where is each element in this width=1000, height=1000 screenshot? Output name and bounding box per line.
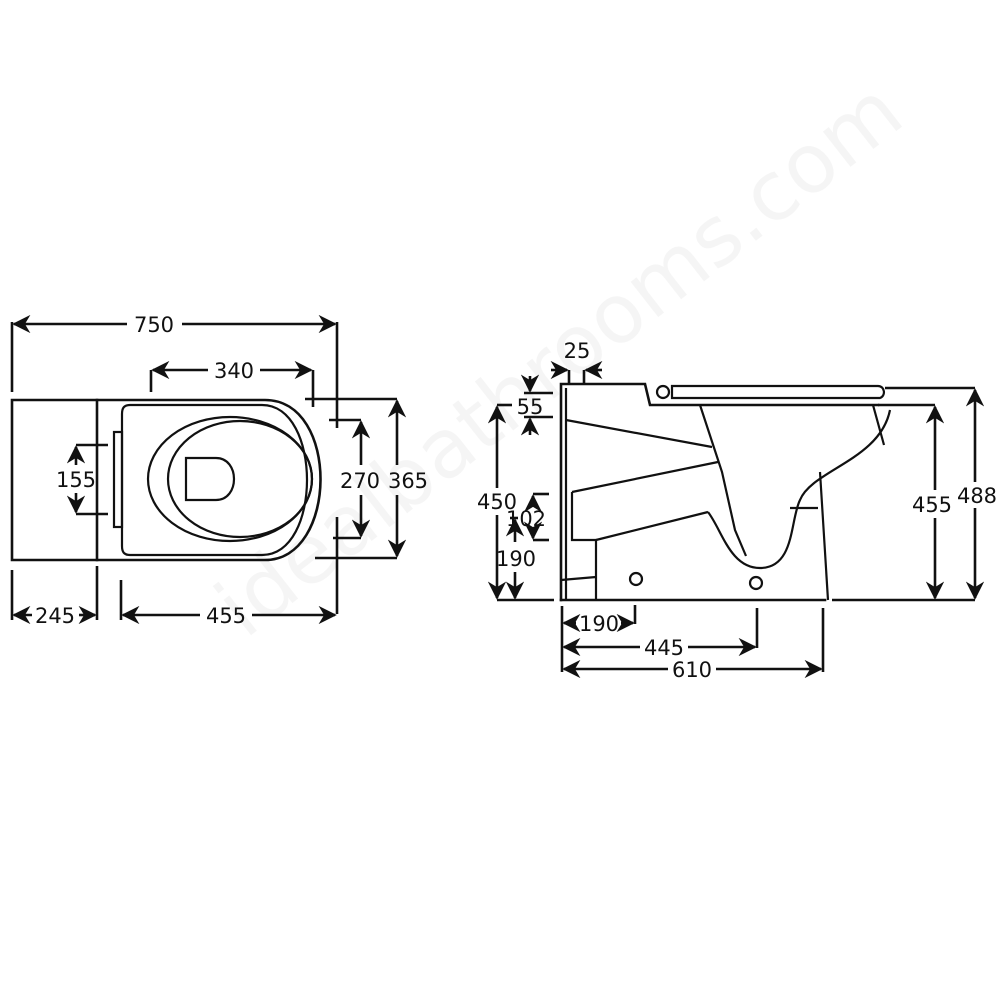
side-rear-block bbox=[559, 382, 880, 602]
seat-hinge bbox=[655, 384, 671, 400]
plan-seat-lid bbox=[120, 403, 308, 557]
dim-610: 610 bbox=[672, 658, 712, 682]
dim-455-plan: 455 bbox=[206, 604, 246, 628]
dim-245: 245 bbox=[35, 604, 75, 628]
dim-340: 340 bbox=[214, 359, 254, 383]
side-bowl bbox=[698, 404, 748, 557]
svg-text:idealbathrooms.com: idealbathrooms.com bbox=[199, 63, 920, 655]
side-seat bbox=[670, 384, 885, 400]
dim-488: 488 bbox=[957, 484, 997, 508]
dim-190-horizontal: 190 bbox=[579, 612, 619, 636]
dim-155: 155 bbox=[56, 468, 96, 492]
dim-25: 25 bbox=[564, 339, 591, 363]
side-trap bbox=[707, 409, 892, 570]
plan-bowl-inner bbox=[166, 419, 314, 539]
dim-190-vertical: 190 bbox=[496, 547, 536, 571]
dim-55: 55 bbox=[517, 395, 544, 419]
dim-270: 270 bbox=[340, 469, 380, 493]
dim-750: 750 bbox=[134, 313, 174, 337]
dim-455-rim: 455 bbox=[912, 493, 952, 517]
dim-450: 450 bbox=[477, 490, 517, 514]
fixing-hole-1 bbox=[628, 571, 644, 587]
plan-view: 750 340 365 270 155 245 bbox=[10, 313, 428, 628]
plan-waterway bbox=[184, 456, 236, 502]
dim-365: 365 bbox=[388, 469, 428, 493]
dim-445: 445 bbox=[644, 636, 684, 660]
plan-hinge-bar bbox=[112, 430, 124, 529]
watermark: idealbathrooms.com bbox=[199, 63, 920, 655]
fixing-hole-2 bbox=[748, 575, 764, 591]
side-view: 25 55 450 102 190 455 488 bbox=[477, 339, 997, 682]
plan-body-outline bbox=[10, 398, 322, 562]
